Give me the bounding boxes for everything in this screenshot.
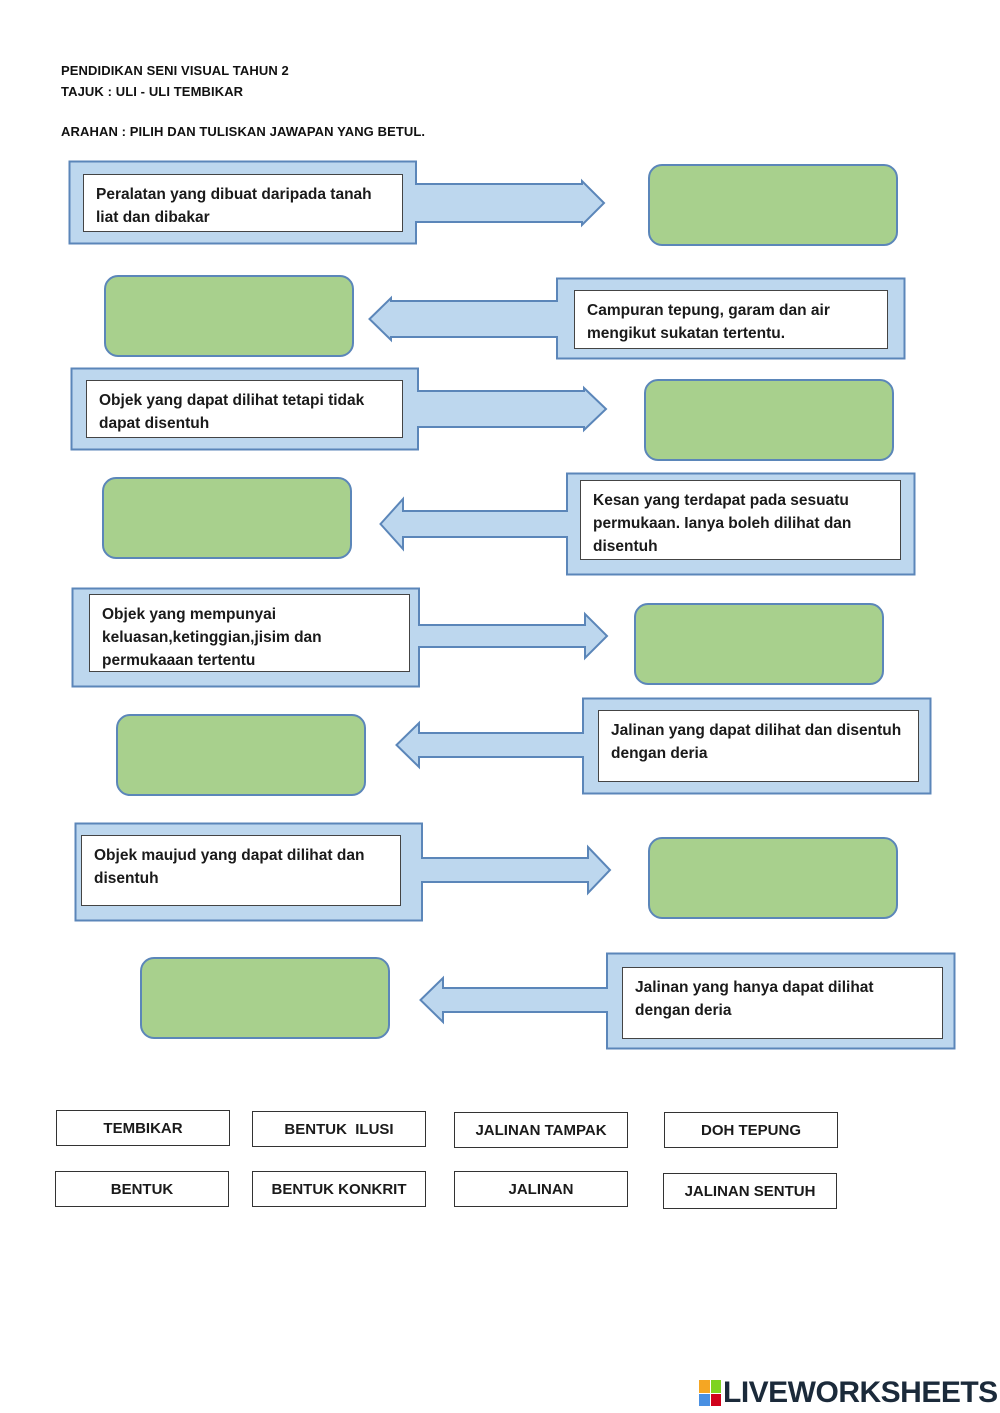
question-7: Objek maujud yang dapat dilihat dan dise… <box>81 835 401 906</box>
answer-field-5[interactable] <box>634 603 884 685</box>
subject-title: PENDIDIKAN SENI VISUAL TAHUN 2 <box>61 63 289 78</box>
question-8: Jalinan yang hanya dapat dilihat dengan … <box>622 967 943 1039</box>
callout-2: Campuran tepung, garam dan air mengikut … <box>368 277 906 360</box>
option-jalinan: JALINAN <box>454 1171 628 1207</box>
question-4: Kesan yang terdapat pada sesuatu permuka… <box>580 480 901 560</box>
instruction: ARAHAN : PILIH DAN TULISKAN JAWAPAN YANG… <box>61 124 426 139</box>
callout-4: Kesan yang terdapat pada sesuatu permuka… <box>379 472 916 576</box>
option-bentuk-konkrit: BENTUK KONKRIT <box>252 1171 426 1207</box>
option-jalinan-tampak: JALINAN TAMPAK <box>454 1112 628 1148</box>
liveworksheets-logo-icon <box>699 1380 721 1406</box>
answer-field-7[interactable] <box>648 837 898 919</box>
answer-field-6[interactable] <box>116 714 366 796</box>
option-jalinan-sentuh: JALINAN SENTUH <box>663 1173 837 1209</box>
question-6: Jalinan yang dapat dilihat dan disentuh … <box>598 710 919 782</box>
answer-field-4[interactable] <box>102 477 352 559</box>
question-5: Objek yang mempunyai keluasan,ketinggian… <box>89 594 410 672</box>
answer-field-2[interactable] <box>104 275 354 357</box>
option-tembikar: TEMBIKAR <box>56 1110 230 1146</box>
answer-field-8[interactable] <box>140 957 390 1039</box>
answer-field-3[interactable] <box>644 379 894 461</box>
callout-1: Peralatan yang dibuat daripada tanah lia… <box>68 160 606 245</box>
option-bentuk: BENTUK <box>55 1171 229 1207</box>
callout-7: Objek maujud yang dapat dilihat dan dise… <box>74 822 612 922</box>
question-2: Campuran tepung, garam dan air mengikut … <box>574 290 888 349</box>
question-3: Objek yang dapat dilihat tetapi tidak da… <box>86 380 403 438</box>
callout-5: Objek yang mempunyai keluasan,ketinggian… <box>71 587 609 688</box>
callout-8: Jalinan yang hanya dapat dilihat dengan … <box>419 952 956 1050</box>
answer-field-1[interactable] <box>648 164 898 246</box>
callout-3: Objek yang dapat dilihat tetapi tidak da… <box>70 367 608 451</box>
callout-6: Jalinan yang dapat dilihat dan disentuh … <box>395 697 932 795</box>
question-1: Peralatan yang dibuat daripada tanah lia… <box>83 174 403 232</box>
option-bentuk-ilusi: BENTUK ILUSI <box>252 1111 426 1147</box>
topic-title: TAJUK : ULI - ULI TEMBIKAR <box>61 84 244 99</box>
logo-text: LIVEWORKSHEETS <box>723 1376 998 1409</box>
liveworksheets-logo: LIVEWORKSHEETS <box>699 1376 998 1410</box>
option-doh-tepung: DOH TEPUNG <box>664 1112 838 1148</box>
